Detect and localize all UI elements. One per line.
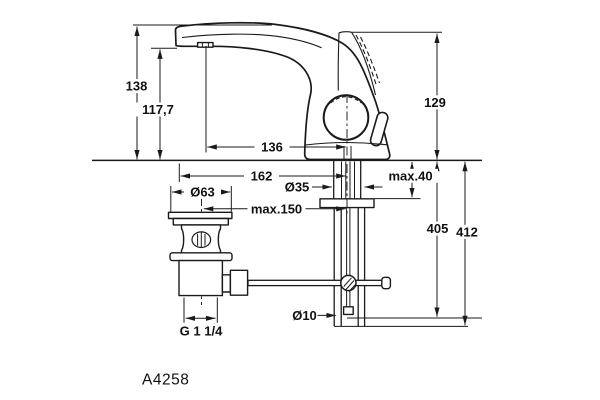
handle-blade-edge bbox=[351, 31, 377, 96]
dim-label-deck-thickness: max.40 bbox=[383, 168, 438, 183]
dim-value: 136 bbox=[261, 140, 283, 155]
dim-label-waste-distance: max.150 bbox=[247, 201, 306, 216]
cartridge-ball bbox=[322, 94, 370, 141]
dim-label-outlet-height: 117,7 bbox=[136, 102, 180, 117]
dim-value: 129 bbox=[424, 95, 446, 110]
dim-label-hose-short: 405 bbox=[419, 221, 456, 236]
reference-lines bbox=[133, 24, 482, 327]
dimension-labels: 138 117,7 136 129 162 max.40 Ø63 Ø35 bbox=[119, 79, 485, 389]
handle-hidden-edge bbox=[360, 36, 381, 84]
coupling-hatch bbox=[348, 284, 356, 292]
label-mask bbox=[383, 168, 438, 183]
faucet-artwork bbox=[92, 21, 482, 326]
coupling-hatch bbox=[345, 280, 355, 291]
dim-value: 412 bbox=[456, 224, 478, 239]
waste-washer bbox=[169, 252, 233, 262]
label-mask bbox=[419, 221, 456, 236]
label-mask bbox=[136, 102, 180, 117]
waste-flange-band bbox=[172, 217, 230, 226]
label-mask bbox=[449, 224, 485, 239]
label-mask bbox=[247, 201, 306, 216]
dim-value: Ø10 bbox=[292, 308, 317, 323]
dim-label-waste-flange-dia: Ø63 bbox=[184, 184, 221, 199]
spout-top-highlight bbox=[181, 33, 322, 49]
handle-neck-left bbox=[337, 32, 340, 91]
pull-rod-foot bbox=[342, 306, 354, 316]
label-mask bbox=[254, 140, 290, 154]
lever-rod-cap bbox=[381, 276, 392, 290]
lever-nut bbox=[229, 269, 249, 296]
dim-label-overall-reach: 162 bbox=[244, 169, 279, 184]
aerator bbox=[196, 41, 214, 48]
label-mask bbox=[417, 95, 453, 110]
handle-paddle bbox=[369, 111, 389, 147]
popup-lever-rod bbox=[247, 279, 384, 287]
dim-value: 162 bbox=[251, 169, 273, 184]
waste-flange-plate bbox=[167, 211, 233, 220]
lever-collar bbox=[221, 274, 232, 293]
dim-value: 138 bbox=[126, 79, 148, 94]
waste-tailpiece bbox=[178, 259, 224, 297]
ball-hidden-arc bbox=[330, 96, 362, 104]
label-mask bbox=[244, 169, 279, 183]
dim-value: max.40 bbox=[388, 168, 432, 183]
dim-value: Ø35 bbox=[285, 179, 310, 194]
handle-top-cap bbox=[338, 31, 352, 34]
rod-coupling-ball bbox=[340, 274, 357, 292]
dim-label-handle-height: 129 bbox=[417, 95, 453, 110]
dim-value: max.150 bbox=[251, 201, 302, 216]
dim-label-spout-reach: 136 bbox=[254, 140, 290, 155]
dim-value: 405 bbox=[427, 221, 449, 236]
dim-label-waste-thread: G 1 1/4 bbox=[180, 323, 223, 338]
dim-label-spout-height: 138 bbox=[119, 79, 154, 94]
dim-label-rod-dia: Ø10 bbox=[292, 308, 317, 323]
dim-value: 117,7 bbox=[142, 102, 174, 117]
dim-value: Ø63 bbox=[190, 184, 215, 199]
handle-hidden-edge bbox=[355, 34, 378, 87]
dim-label-hose-long: 412 bbox=[449, 224, 485, 239]
product-code: A4258 bbox=[142, 372, 189, 389]
dim-value: G 1 1/4 bbox=[180, 323, 223, 338]
label-mask bbox=[119, 79, 154, 93]
dim-label-shank-dia: Ø35 bbox=[285, 179, 310, 194]
coupling-hatch bbox=[343, 277, 352, 287]
label-mask bbox=[184, 184, 221, 199]
